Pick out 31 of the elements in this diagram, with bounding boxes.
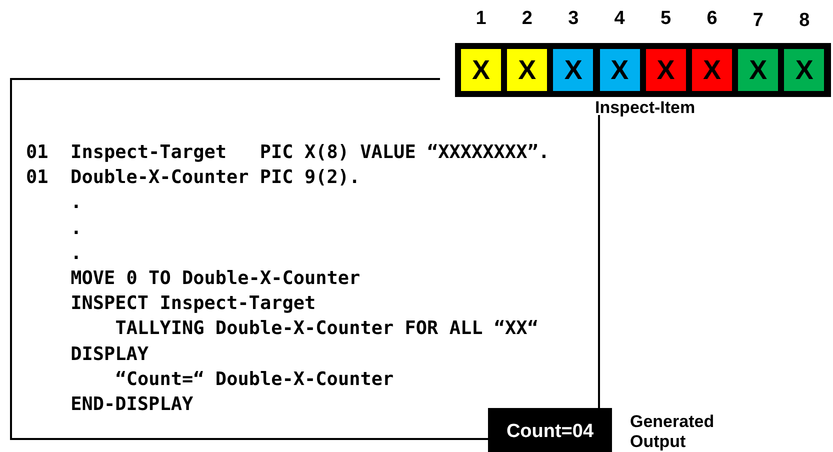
output-caption: Generated Output — [630, 412, 716, 452]
array-bar — [455, 43, 831, 97]
code-line: END-DISPLAY — [70, 393, 194, 417]
output-box: Count=04 — [488, 408, 612, 452]
index-number: 6 — [706, 8, 718, 30]
index-number: 5 — [660, 8, 672, 30]
array-cell: X — [553, 49, 594, 91]
index-number: 7 — [752, 10, 764, 32]
index-number: 4 — [613, 8, 626, 30]
code-line: INSPECT Inspect-Target — [70, 292, 316, 316]
index-number: 2 — [520, 8, 534, 30]
code-line: . — [70, 216, 82, 241]
code-line: TALLYING Double-X-Counter FOR ALL “XX“ — [115, 317, 538, 342]
array-cell: X — [784, 49, 824, 91]
index-number: 8 — [798, 10, 811, 32]
code-line: “Count=“ Double-X-Counter — [115, 368, 394, 392]
code-line: 01 Inspect-Target PIC X(8) VALUE “XXXXXXXX”. — [26, 141, 550, 165]
code-line: 01 Double-X-Counter PIC 9(2). — [26, 166, 360, 190]
array-cell: X — [600, 49, 640, 91]
array-cell: X — [507, 49, 548, 91]
code-line: . — [70, 242, 82, 266]
index-number: 1 — [474, 8, 488, 30]
index-number: 3 — [567, 8, 580, 30]
code-line: . — [70, 191, 82, 216]
array-cell: X — [692, 49, 732, 91]
array-cell: X — [461, 49, 501, 91]
array-cell: X — [646, 49, 686, 91]
code-line: MOVE 0 TO Double-X-Counter — [70, 267, 360, 291]
code-line: DISPLAY — [70, 342, 149, 367]
array-name: Inspect-Item — [595, 98, 696, 118]
array-cell: X — [738, 49, 778, 91]
